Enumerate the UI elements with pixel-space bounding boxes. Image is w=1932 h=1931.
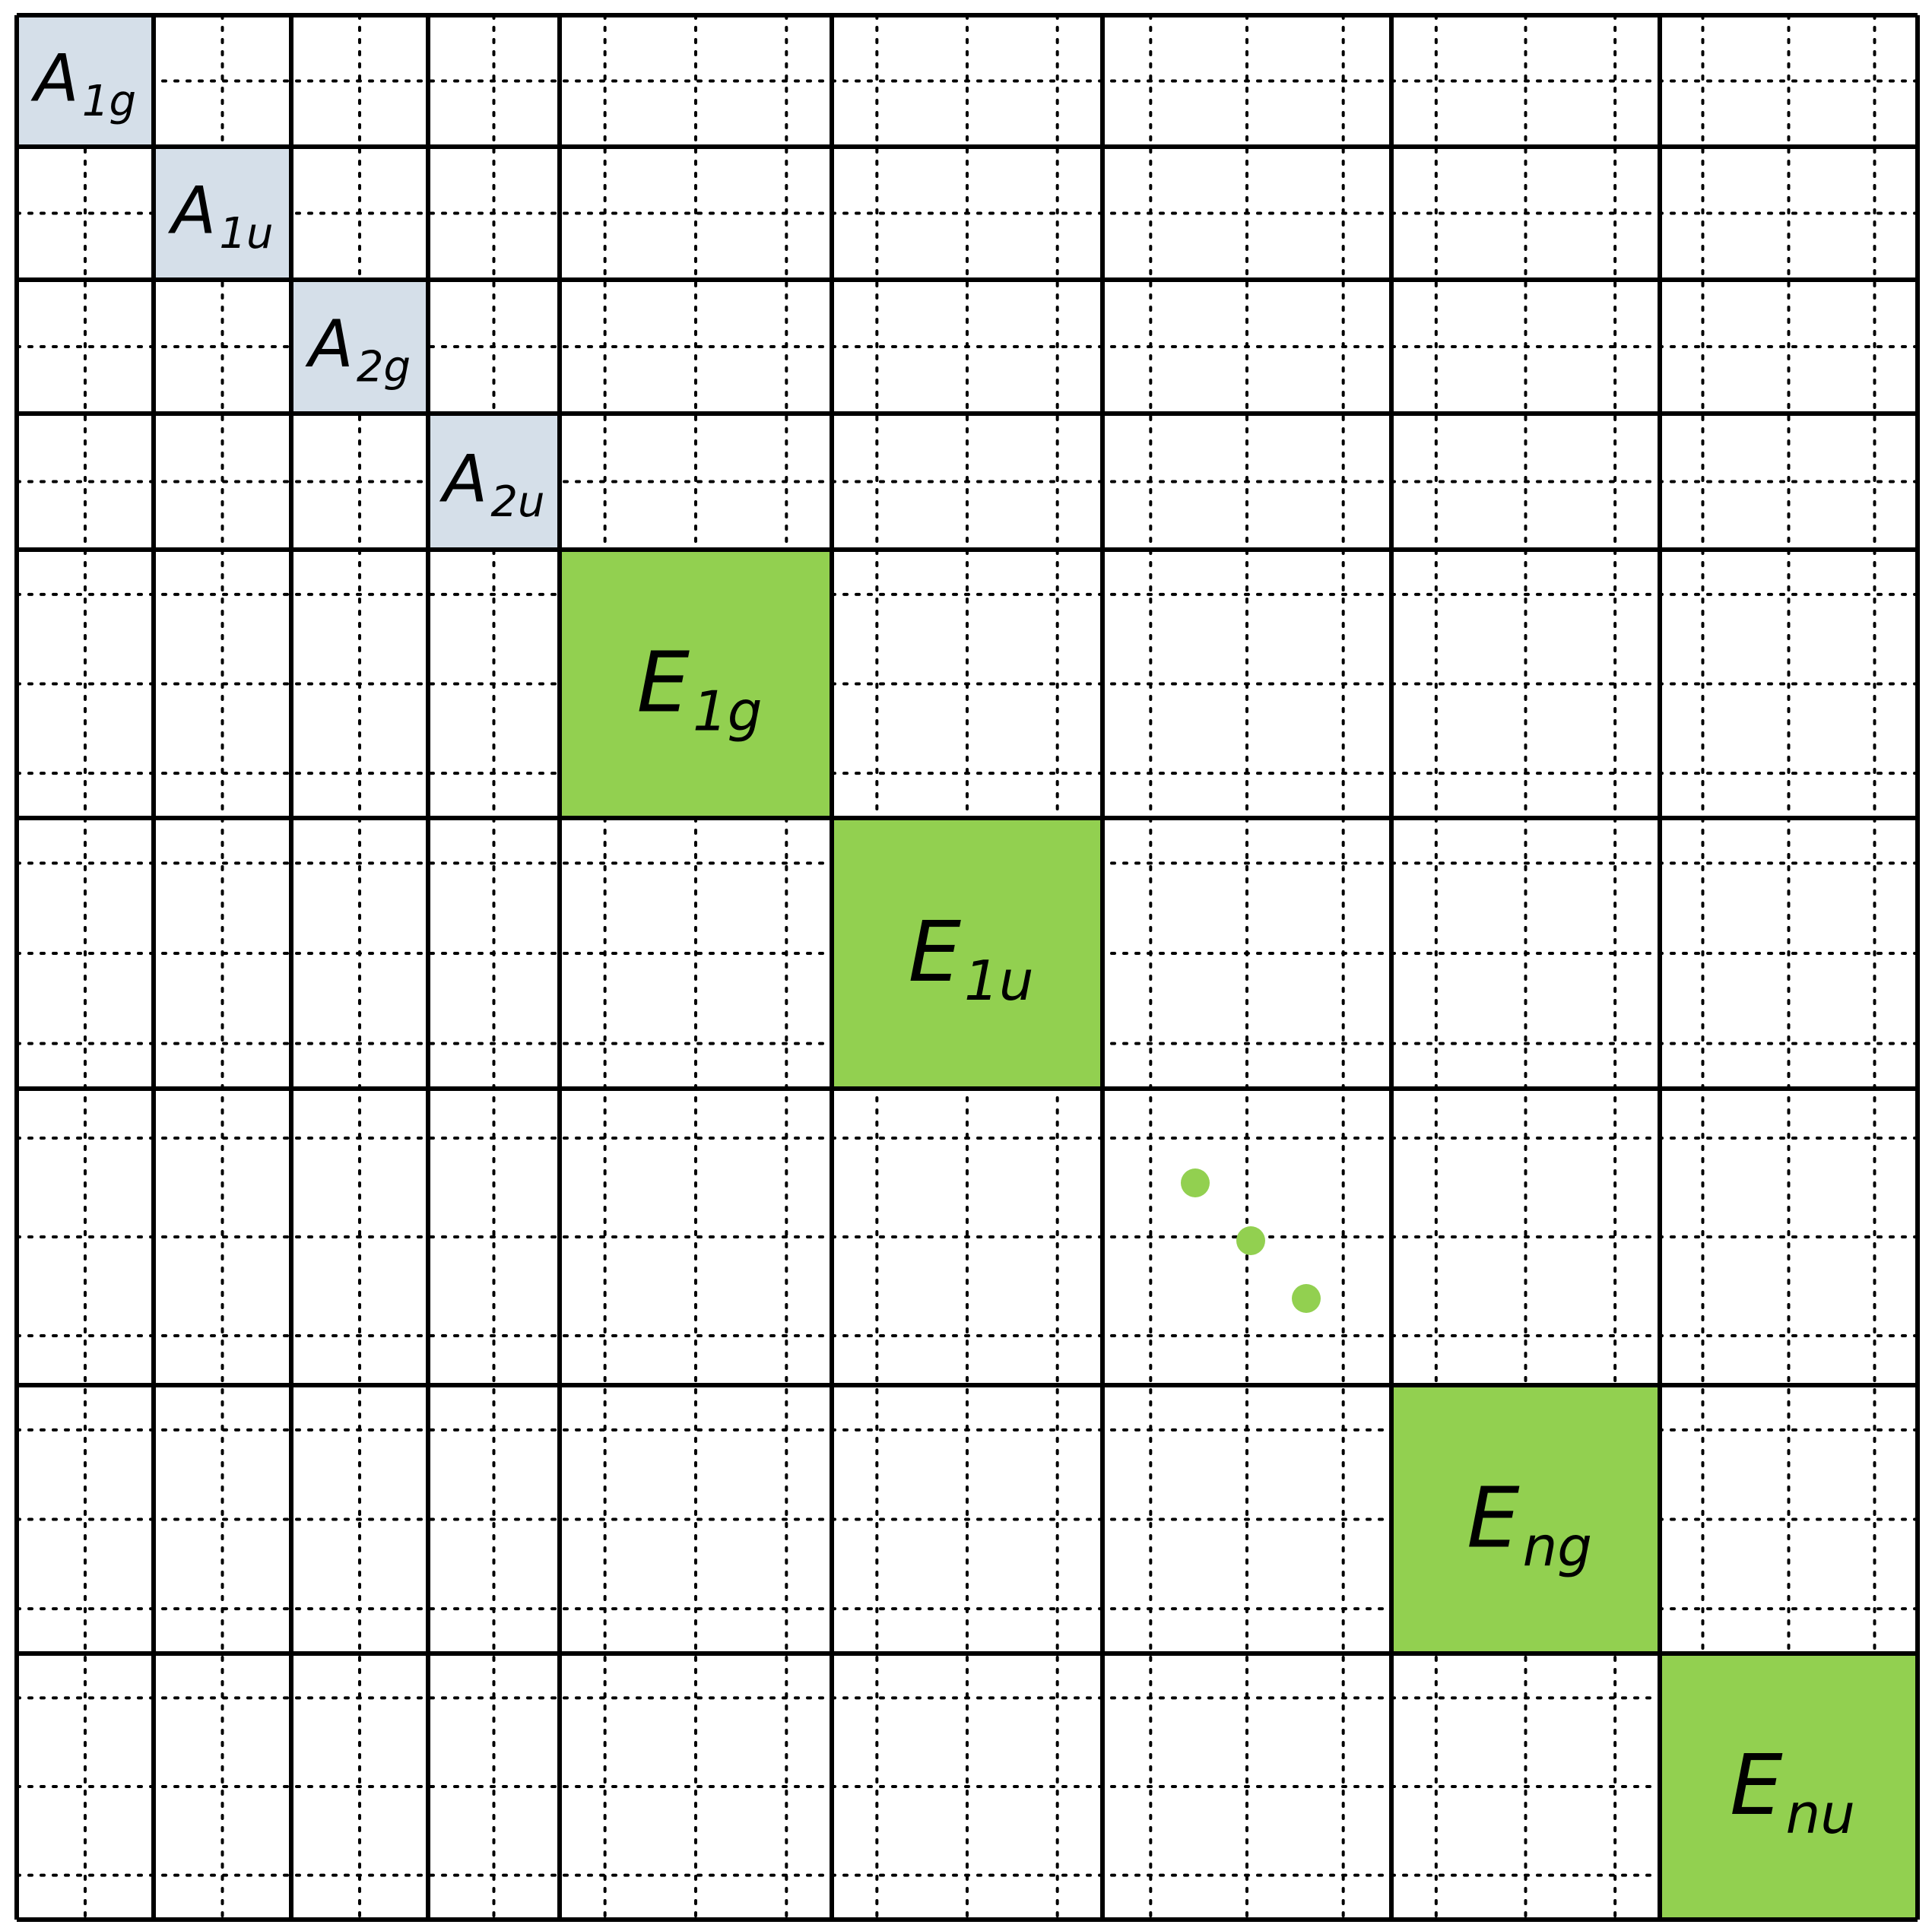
ellipsis-dot [1181,1168,1210,1197]
label-subscript: 1u [219,209,273,258]
label-subscript: ng [1523,1515,1592,1579]
block-cover-a1u [155,148,290,278]
dotted-subgrid [15,14,1919,1921]
label-a2g: A2g [305,306,411,392]
label-base: E [1730,1736,1783,1834]
label-subscript: 1g [693,680,763,744]
block-cover-a2g [293,281,427,412]
label-subscript: 1g [82,77,136,126]
label-base: A [305,306,354,382]
label-base: A [168,173,217,249]
block-cover-e1u [833,820,1101,1087]
label-subscript: 2u [490,477,544,527]
label-e1g: E1g [636,634,762,744]
label-subscript: 1u [964,949,1033,1013]
label-a1u: A1u [168,173,274,259]
label-base: E [636,634,690,731]
block-cover-e1g [561,551,830,816]
label-e1u: E1u [909,903,1034,1013]
block-cover-enu [1661,1655,1916,1918]
label-subscript: 2g [357,343,411,392]
label-base: E [909,903,962,1000]
ellipsis-dot [1236,1226,1265,1255]
block-cover-eng [1393,1387,1658,1652]
block-grid-lines [14,13,1920,1922]
label-enu: Enu [1730,1736,1855,1846]
block-cover-a2u [430,415,558,548]
ellipsis-dot [1292,1284,1321,1313]
diagonal-ellipsis [1181,1168,1321,1313]
label-a2u: A2u [439,442,545,528]
label-base: A [30,41,79,117]
label-base: A [439,442,488,518]
label-eng: Eng [1467,1470,1592,1579]
label-a1g: A1g [30,41,136,127]
block-cover-a1g [18,17,152,145]
label-base: E [1467,1470,1520,1567]
label-subscript: nu [1786,1782,1855,1846]
